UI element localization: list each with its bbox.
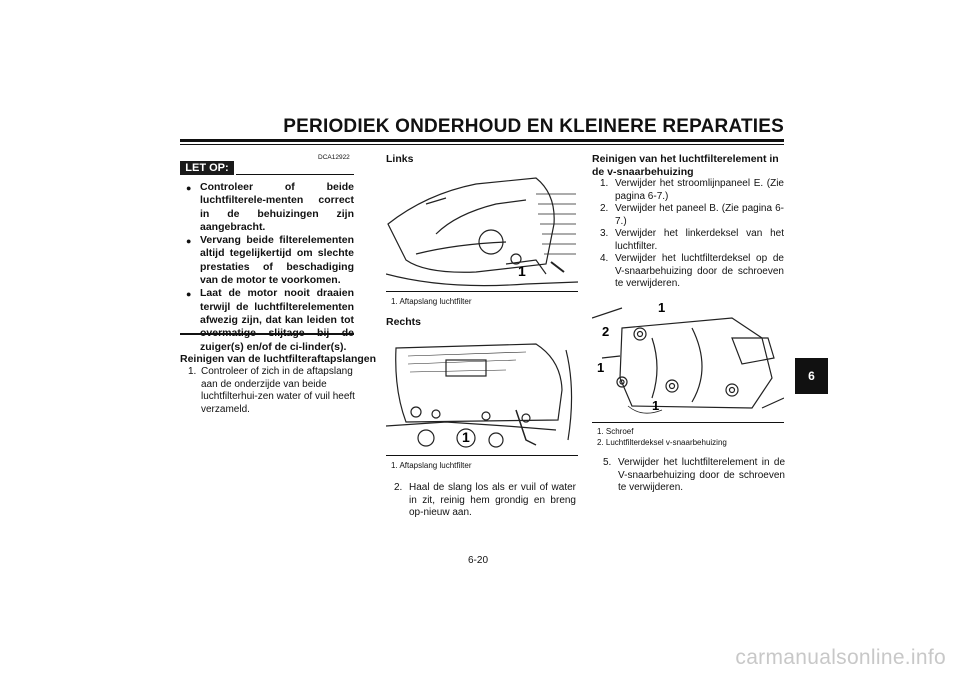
figure-caption: 1. Aftapslang luchtfilter xyxy=(391,461,472,470)
notice-item: ● Laat de motor nooit draaien terwijl de… xyxy=(186,287,354,353)
bullet-icon: ● xyxy=(186,236,192,247)
bullet-icon: ● xyxy=(186,183,192,193)
caption-rule xyxy=(592,422,784,423)
chapter-tab: 6 xyxy=(795,358,828,394)
fig2-callout: 1 xyxy=(462,429,470,445)
fig3-callout-left: 1 xyxy=(597,360,604,375)
steps-list: 1. Verwijder het stroomlijnpaneel E. (Zi… xyxy=(600,178,784,291)
notice-list: ● Controleer of beide luchtfilterele-men… xyxy=(186,181,354,354)
figure-right-airbox: 1 xyxy=(386,343,573,448)
section-heading-drain-hoses: Reinigen van de luchtfilteraftapslangen xyxy=(180,353,377,365)
fig1-callout: 1 xyxy=(518,263,526,279)
page-number: 6-20 xyxy=(468,555,489,566)
figure-caption: 1. Aftapslang luchtfilter xyxy=(391,297,472,306)
figure-caption: 1. Schroef xyxy=(597,427,634,436)
notice-label-rule xyxy=(236,174,354,175)
section-heading-vbelt-filter: Reinigen van het luchtfilterelement in d… xyxy=(592,153,779,178)
notice-item: ● Vervang beide filterelementen altijd t… xyxy=(186,234,354,287)
notice-item: ● Controleer of beide luchtfilterele-men… xyxy=(186,181,354,233)
figure-caption: 2. Luchtfilterdeksel v-snaarbehuizing xyxy=(597,438,727,447)
step-item: 2. Verwijder het paneel B. (Zie pagina 6… xyxy=(600,203,784,227)
caption-rule xyxy=(386,291,578,292)
fig3-callout-cover: 2 xyxy=(602,324,609,339)
fig3-callout-bottom: 1 xyxy=(652,398,659,413)
notice-bottom-rule xyxy=(180,333,354,335)
bullet-icon: ● xyxy=(186,289,192,300)
header-rule-thick xyxy=(180,139,784,142)
step-item: 1. Verwijder het stroomlijnpaneel E. (Zi… xyxy=(600,178,784,202)
fig3-callout-top: 1 xyxy=(658,300,665,315)
step-item: 3. Verwijder het linkerdeksel van het lu… xyxy=(600,228,784,252)
notice-label: LET OP: xyxy=(180,161,234,175)
step-5: 5. Verwijder het luchtfilterelement in d… xyxy=(603,457,785,493)
watermark: carmanualsonline.info xyxy=(735,646,946,669)
notice-code: DCA12922 xyxy=(318,154,350,161)
step-2: 2. Haal de slang los als er vuil of wate… xyxy=(394,482,576,518)
figure-vbelt-cover: 1 2 1 1 xyxy=(592,300,784,414)
figure-left-airbox: 1 xyxy=(386,177,578,287)
header-rule-thin xyxy=(180,144,784,145)
step-item: 4. Verwijder het luchtfilterdeksel op de… xyxy=(600,253,784,289)
heading-rechts: Rechts xyxy=(386,316,422,328)
page-header: PERIODIEK ONDERHOUD EN KLEINERE REPARATI… xyxy=(283,116,784,137)
caption-rule xyxy=(386,455,578,456)
step-1: 1. Controleer of zich in de aftapslang a… xyxy=(188,366,355,415)
heading-links: Links xyxy=(386,153,414,165)
